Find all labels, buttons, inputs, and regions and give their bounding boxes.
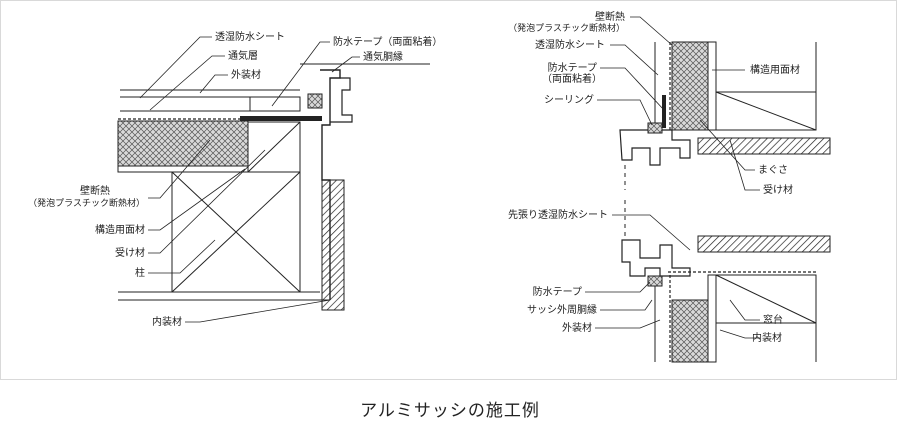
r-label-insulation-sub: （発泡プラスチック断熱材） bbox=[508, 22, 625, 34]
r-label-sealing: シーリング bbox=[544, 93, 594, 106]
right-leaders bbox=[585, 16, 760, 339]
r-insulation-bot bbox=[671, 299, 709, 363]
post-diag2 bbox=[171, 171, 301, 293]
label-interior: 内装材 bbox=[152, 315, 182, 328]
r-label-pre-sheet: 先張り透湿防水シート bbox=[508, 208, 608, 221]
left-detail: 透湿防水シート 通気層 外装材 防水テープ（両面粘着） 通気胴縁 壁断熱 （発泡… bbox=[28, 30, 442, 328]
label-post: 柱 bbox=[135, 266, 145, 279]
seal-mark bbox=[307, 93, 323, 109]
r-label-magusa: まぐさ bbox=[758, 164, 788, 176]
label-exterior: 外装材 bbox=[231, 68, 261, 81]
label-vent-furring: 通気胴縁 bbox=[363, 50, 403, 63]
insulation-band bbox=[117, 120, 249, 167]
r-label-receiver: 受け材 bbox=[763, 183, 793, 196]
r-sill-diag bbox=[715, 274, 817, 324]
vent-furring-block bbox=[249, 96, 301, 112]
r-head-frame bbox=[619, 129, 691, 166]
label-vent-layer: 通気層 bbox=[228, 49, 258, 62]
label-receiver: 受け材 bbox=[115, 246, 145, 259]
r-label-breathable-sheet: 透湿防水シート bbox=[535, 38, 605, 51]
r-label-sash-furring: サッシ外周胴縁 bbox=[527, 303, 597, 316]
label-structural-panel: 構造用面材 bbox=[95, 223, 145, 236]
r-seal-bot bbox=[647, 275, 663, 287]
r-sill-frame bbox=[621, 239, 691, 277]
figure-caption: アルミサッシの施工例 bbox=[360, 401, 540, 421]
r-label-insulation: 壁断熱 bbox=[595, 10, 625, 23]
r-label-interior: 内装材 bbox=[752, 331, 782, 344]
left-leaders bbox=[139, 36, 360, 323]
r-label-tape-sub: （両面粘着） bbox=[542, 72, 602, 85]
wall-hatch bbox=[321, 179, 345, 311]
r-label-tape: 防水テープ bbox=[548, 61, 597, 74]
label-insulation: 壁断熱 bbox=[80, 184, 110, 197]
r-label-exterior: 外装材 bbox=[562, 321, 592, 334]
r-panel-top bbox=[707, 41, 717, 131]
r-label-tape2: 防水テープ bbox=[533, 285, 582, 298]
r-receiver-diag bbox=[715, 91, 817, 131]
r-panel-bot bbox=[707, 274, 717, 363]
r-sill-hatch bbox=[697, 235, 831, 253]
label-tape-double: 防水テープ（両面粘着） bbox=[333, 35, 442, 48]
r-seal bbox=[647, 122, 663, 134]
r-magusa-hatch bbox=[697, 137, 831, 155]
sash-frame bbox=[320, 69, 341, 300]
receiver-diag bbox=[247, 121, 301, 173]
label-breathable-sheet: 透湿防水シート bbox=[215, 30, 285, 43]
sash-construction-diagram: 透湿防水シート 通気層 外装材 防水テープ（両面粘着） 通気胴縁 壁断熱 （発泡… bbox=[28, 10, 831, 363]
label-insulation-sub: （発泡プラスチック断熱材） bbox=[28, 197, 145, 209]
sash-lip bbox=[330, 77, 353, 123]
r-insulation-top bbox=[671, 41, 709, 131]
r-tape-black bbox=[662, 95, 666, 128]
r-label-window-sill: 窓台 bbox=[763, 313, 783, 326]
right-detail: 壁断熱 （発泡プラスチック断熱材） 透湿防水シート 防水テープ （両面粘着） シ… bbox=[508, 10, 831, 363]
tape-black bbox=[240, 116, 322, 121]
r-label-structural-panel: 構造用面材 bbox=[750, 63, 800, 76]
